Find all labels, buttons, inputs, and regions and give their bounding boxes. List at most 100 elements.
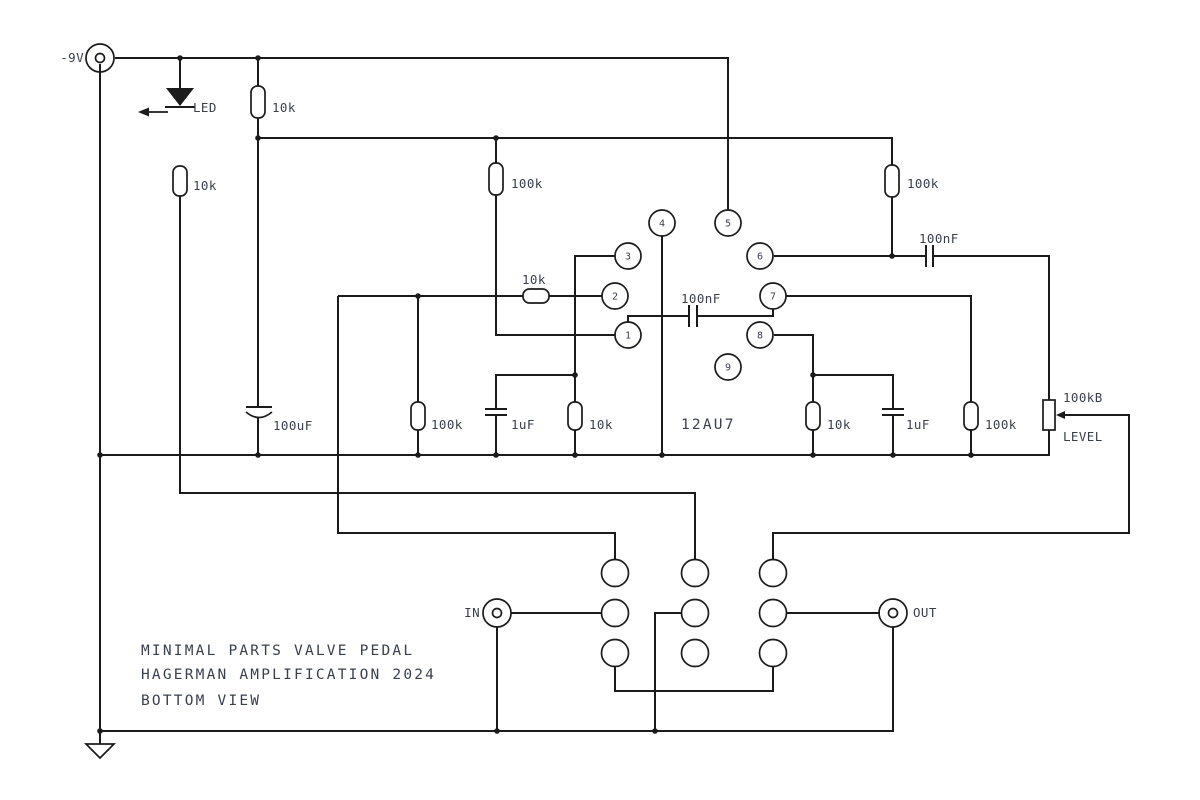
wire-plate1 (495, 138, 615, 336)
input-jack-outer (482, 598, 512, 628)
title-line-3: BOTTOM VIEW (141, 693, 261, 709)
power-label: -9V (60, 50, 84, 65)
tube-pin-4-number: 4 (659, 219, 665, 230)
coupling-cap-label: 100nF (681, 291, 721, 306)
junction-dot (415, 452, 421, 458)
socket-lug (680, 638, 710, 668)
capacitor-coupling-100nF (687, 305, 699, 327)
input-jack-inner (491, 607, 503, 619)
output-jack-label: OUT (913, 605, 937, 620)
led-arrow-head (138, 107, 149, 117)
socket-lug (758, 558, 788, 588)
level-potentiometer (1042, 399, 1065, 431)
socket-lug (758, 598, 788, 628)
resistor-cathode2-10k (805, 401, 821, 431)
wire-coupling-cap (627, 309, 774, 322)
junction-dot (255, 452, 261, 458)
tube-pin-9 (714, 353, 742, 381)
junction-dot (255, 135, 261, 141)
led-triangle (166, 88, 194, 106)
socket-lug (600, 638, 630, 668)
resistor-gridleak-100k (410, 401, 426, 431)
wire-in-jack (496, 612, 601, 731)
wire-cathode1 (574, 255, 615, 455)
wire-center-lug (654, 612, 681, 731)
junction-dot (810, 452, 816, 458)
led-resistor-label: 10k (193, 178, 217, 193)
capacitor-bypass1-1uF (485, 407, 507, 417)
pot-body (1042, 399, 1056, 431)
socket-lugs (600, 558, 788, 668)
input-jack (482, 598, 512, 628)
bypass2-cap-label: 1uF (906, 417, 930, 432)
resistor-cathode1-10k (567, 401, 583, 431)
wire-bypass1-leads (495, 374, 575, 455)
components (83, 43, 1065, 760)
capacitor-bypass2-1uF (882, 407, 904, 417)
output-jack-outer (878, 598, 908, 628)
led-label: LED (193, 100, 217, 115)
gridleak-resistor-label: 100k (431, 417, 463, 432)
tube-pin-1 (614, 321, 642, 349)
output-jack-inner (887, 607, 899, 619)
junction-dot (652, 728, 658, 734)
wire-pin7-load (786, 295, 972, 455)
tube-pin-3 (614, 242, 642, 270)
socket-lug (600, 598, 630, 628)
title-line-1: MINIMAL PARTS VALVE PEDAL (141, 643, 414, 659)
output-jack (878, 598, 908, 628)
capacitor-output-100nF (924, 245, 935, 267)
tube-pin-2-number: 2 (612, 292, 618, 303)
power-jack-outer (85, 43, 115, 73)
wire-filtered-rail (258, 137, 893, 256)
junction-dot (494, 728, 500, 734)
tube-pin-5 (714, 209, 742, 237)
filter-cap-label: 100uF (273, 418, 313, 433)
junction-dot (659, 452, 665, 458)
socket-lug (680, 558, 710, 588)
junction-dot (415, 293, 421, 299)
junction-dot (572, 372, 578, 378)
junction-dot (97, 728, 103, 734)
junction-dot (177, 55, 183, 61)
tube-pins (601, 209, 787, 381)
wire-led-chain-to-socket (179, 196, 696, 560)
tube-pin-8 (746, 321, 774, 349)
load-resistor-label: 100k (985, 417, 1017, 432)
plate2-resistor-label: 100k (907, 176, 939, 191)
resistor-supply-10k (250, 85, 266, 119)
wire-bottom-ground-rail (100, 627, 894, 732)
grid-resistor-label: 10k (522, 272, 546, 287)
junction-dot (889, 253, 895, 259)
junction-dot (493, 135, 499, 141)
bypass1-cap-label: 1uF (511, 417, 535, 432)
supply-resistor-label: 10k (272, 100, 296, 115)
tube-label: 12AU7 (681, 417, 736, 433)
cathode1-resistor-label: 10k (589, 417, 613, 432)
ground-symbol (83, 743, 117, 760)
title-line-2: HAGERMAN AMPLIFICATION 2024 (141, 667, 436, 683)
pot-wiper-arrow (1056, 411, 1065, 419)
plate1-resistor-label: 100k (511, 176, 543, 191)
filter-cap-curved-plate (245, 411, 273, 419)
pot-value-label: 100kB (1063, 390, 1103, 405)
title-block: MINIMAL PARTS VALVE PEDAL HAGERMAN AMPLI… (141, 643, 436, 709)
cathode2-resistor-label: 10k (827, 417, 851, 432)
resistor-grid-10k (522, 288, 550, 304)
wire-pot-wiper (772, 414, 1130, 560)
socket-lug (758, 638, 788, 668)
wire-pin6-output (774, 255, 1050, 400)
resistor-plate2-100k (884, 164, 900, 198)
power-jack-inner (94, 52, 106, 64)
socket-lug (600, 558, 630, 588)
tube-pin-5-number: 5 (725, 219, 731, 230)
tube-pin-6-number: 6 (757, 252, 763, 263)
tube-pin-4 (648, 209, 676, 237)
socket-lug (680, 598, 710, 628)
wire-grid-to-socket (337, 296, 616, 560)
output-cap-label: 100nF (919, 231, 959, 246)
capacitor-filter-100uF (245, 405, 273, 419)
resistor-plate1-100k (488, 162, 504, 196)
junction-dot (97, 452, 103, 458)
